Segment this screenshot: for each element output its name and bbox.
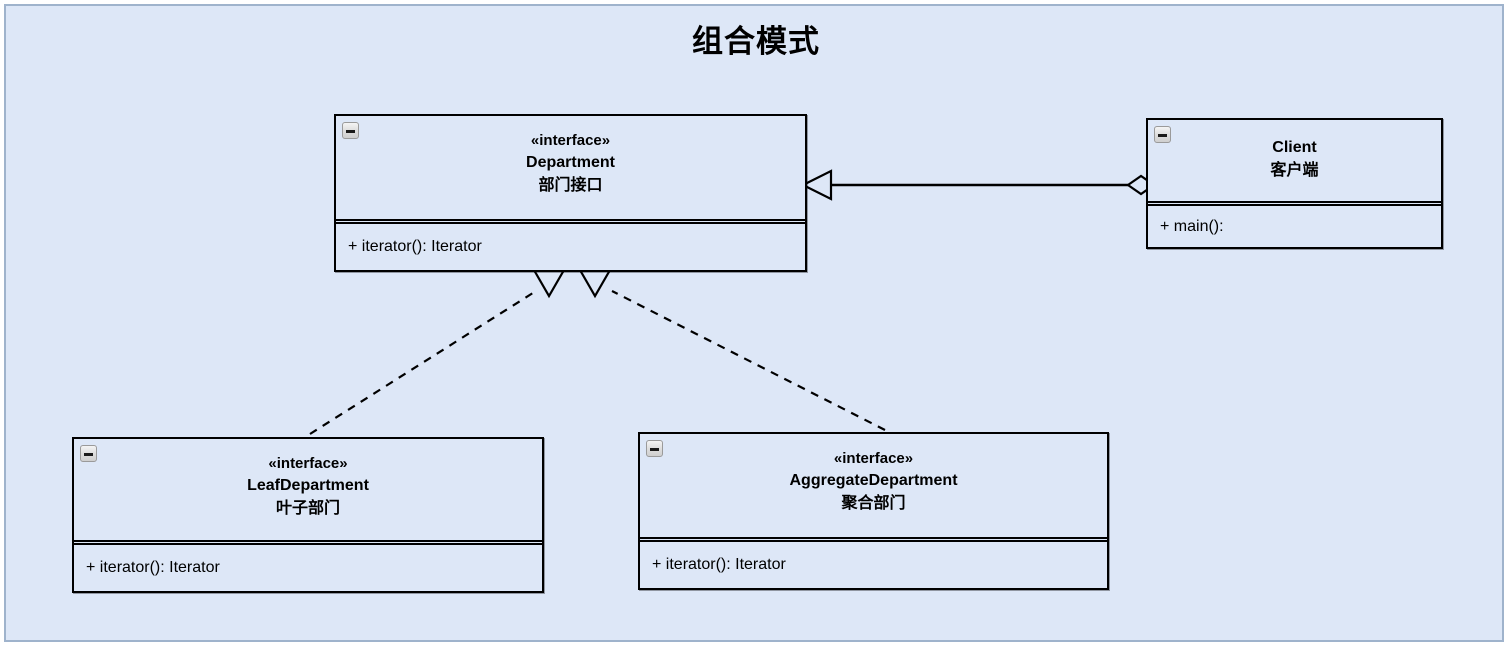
- operations-compartment-leaf-department: + iterator(): Iterator: [74, 545, 542, 591]
- compartment-divider: [1148, 201, 1441, 206]
- relationship-aggregate-realizes-department: [578, 268, 886, 431]
- diagram-canvas: 组合模式 Department (hollow triangle) : aggr…: [4, 4, 1504, 642]
- operations-compartment-client: + main():: [1148, 206, 1441, 247]
- class-box-leaf-department[interactable]: «interface» LeafDepartment 叶子部门 + iterat…: [72, 437, 544, 593]
- class-header-department: «interface» Department 部门接口: [336, 116, 805, 219]
- operation-item: + iterator(): Iterator: [348, 238, 482, 255]
- class-name-cn: 客户端: [1270, 162, 1319, 179]
- operation-item: + iterator(): Iterator: [86, 559, 220, 576]
- hollow-triangle-marker: [800, 169, 833, 201]
- operations-compartment-aggregate-department: + iterator(): Iterator: [640, 542, 1107, 588]
- relationship-client-to-department: [800, 169, 1156, 201]
- class-header-leaf-department: «interface» LeafDepartment 叶子部门: [74, 439, 542, 540]
- class-name-cn: 聚合部门: [841, 495, 906, 512]
- class-name: AggregateDepartment: [789, 472, 958, 489]
- class-name: Client: [1272, 139, 1317, 156]
- class-box-department[interactable]: «interface» Department 部门接口 + iterator()…: [334, 114, 807, 272]
- class-name: Department: [526, 154, 615, 171]
- class-name-cn: 叶子部门: [275, 500, 340, 517]
- operations-compartment-department: + iterator(): Iterator: [336, 224, 805, 270]
- class-header-aggregate-department: «interface» AggregateDepartment 聚合部门: [640, 434, 1107, 537]
- class-name: LeafDepartment: [247, 477, 369, 494]
- minus-icon[interactable]: [1154, 126, 1171, 143]
- class-name-cn: 部门接口: [538, 177, 603, 194]
- relationship-leaf-realizes-department: [309, 268, 566, 435]
- compartment-divider: [640, 537, 1107, 542]
- minus-icon[interactable]: [80, 445, 97, 462]
- hollow-triangle-marker: [578, 268, 612, 299]
- operation-item: + main():: [1160, 217, 1224, 235]
- compartment-divider: [74, 540, 542, 545]
- compartment-divider: [336, 219, 805, 224]
- minus-icon[interactable]: [646, 440, 663, 457]
- class-stereotype: «interface»: [833, 450, 914, 467]
- class-box-aggregate-department[interactable]: «interface» AggregateDepartment 聚合部门 + i…: [638, 432, 1109, 590]
- minus-icon[interactable]: [342, 122, 359, 139]
- class-box-client[interactable]: Client 客户端 + main():: [1146, 118, 1443, 249]
- hollow-triangle-marker: [532, 268, 566, 299]
- class-stereotype: «interface»: [268, 455, 348, 472]
- page-title: 组合模式: [692, 24, 820, 59]
- class-header-client: Client 客户端: [1148, 120, 1441, 201]
- operation-item: + iterator(): Iterator: [652, 556, 786, 573]
- class-stereotype: «interface»: [530, 132, 611, 149]
